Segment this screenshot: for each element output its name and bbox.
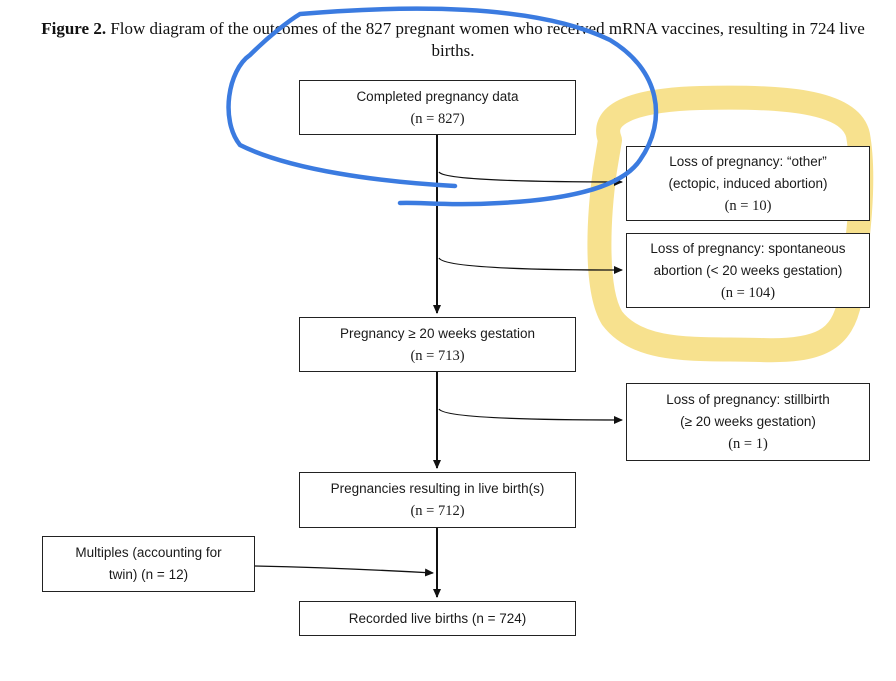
stillbirth-box: Loss of pregnancy: stillbirth (≥ 20 week… (626, 383, 870, 461)
loss-other-box: Loss of pregnancy: “other” (ectopic, ind… (626, 146, 870, 221)
recorded-live-births-title: Recorded live births (n = 724) (348, 610, 527, 626)
stillbirth-line1: Loss of pregnancy: stillbirth (666, 392, 830, 407)
stillbirth-line2: (≥ 20 weeks gestation) (680, 414, 816, 429)
figure-label: Figure 2. (41, 19, 107, 38)
branch-arrow-multiples (254, 565, 434, 577)
loss-other-line1: Loss of pregnancy: “other” (669, 153, 827, 169)
multiples-line2: twin) (n = 12) (108, 567, 189, 582)
multiples-line1: Multiples (accounting for (75, 545, 222, 560)
loss-other-line2: (ectopic, induced abortion) (668, 175, 828, 191)
loss-spontaneous-line2: abortion (< 20 weeks gestation) (653, 262, 843, 278)
pregnancy-ge20-box: Pregnancy ≥ 20 weeks gestation (n = 713) (299, 317, 576, 372)
live-birth-box: Pregnancies resulting in live birth(s) (… (299, 472, 576, 528)
multiples-box: Multiples (accounting for twin) (n = 12) (42, 536, 255, 592)
branch-arrow-stillbirth (438, 408, 623, 424)
pregnancy-ge20-title: Pregnancy ≥ 20 weeks gestation (339, 325, 536, 341)
yellow-highlight-annotation (587, 85, 874, 363)
completed-pregnancy-title: Completed pregnancy data (356, 88, 519, 104)
live-birth-title: Pregnancies resulting in live birth(s) (330, 481, 545, 496)
loss-spontaneous-box: Loss of pregnancy: spontaneous abortion … (626, 233, 870, 308)
stillbirth-n: (n = 1) (728, 436, 768, 452)
completed-pregnancy-n: (n = 827) (410, 110, 465, 127)
loss-spontaneous-line1: Loss of pregnancy: spontaneous (650, 240, 846, 256)
completed-pregnancy-box: Completed pregnancy data (n = 827) (299, 80, 576, 135)
branch-arrow-loss-spontaneous (438, 257, 623, 274)
loss-other-n: (n = 10) (724, 197, 772, 214)
live-birth-n: (n = 712) (410, 503, 465, 519)
loss-spontaneous-n: (n = 104) (720, 284, 776, 301)
pregnancy-ge20-n: (n = 713) (410, 347, 465, 364)
recorded-live-births-box: Recorded live births (n = 724) (299, 601, 576, 636)
